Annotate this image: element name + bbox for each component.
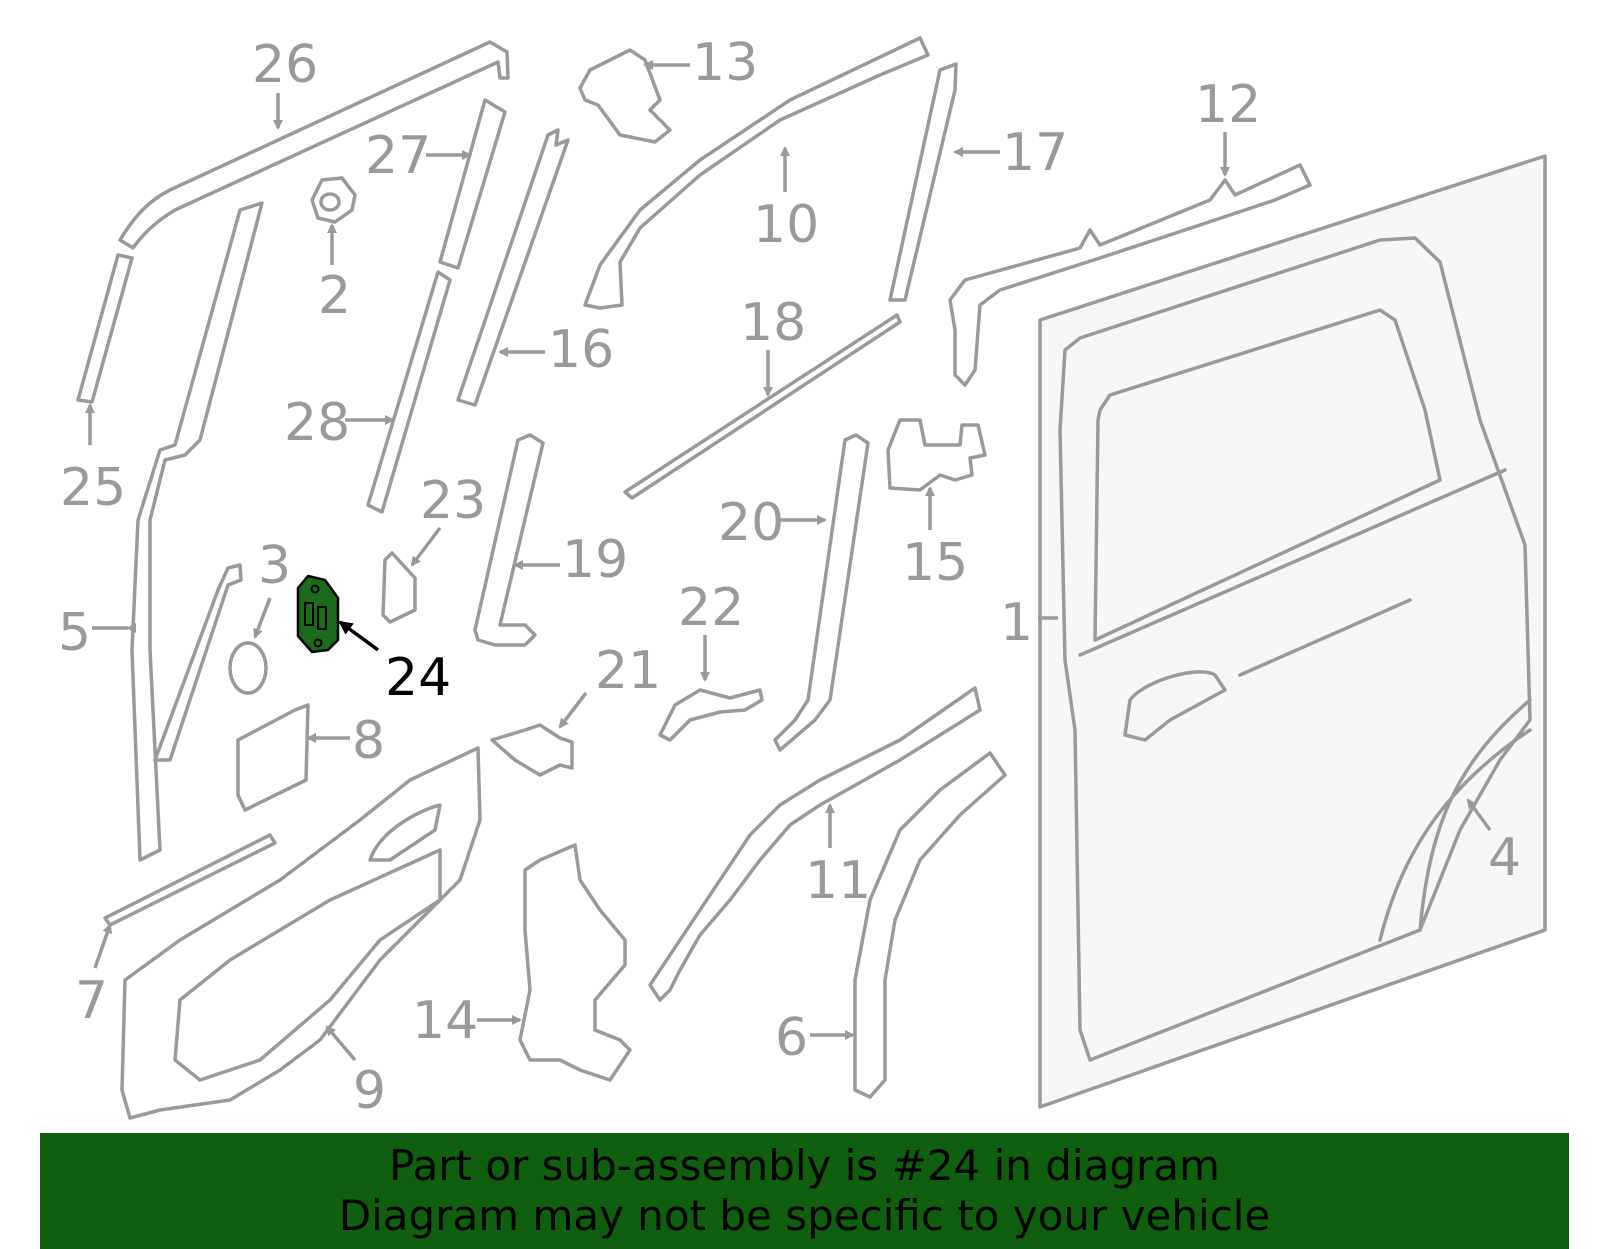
callout-19: 19 <box>562 530 628 590</box>
callout-7: 7 <box>75 971 108 1031</box>
callout-labels: 1 2 3 4 5 6 7 8 9 10 11 12 13 14 15 16 1… <box>58 33 1521 1121</box>
part-10-rail <box>583 36 930 310</box>
part-6-arch <box>853 751 1007 1099</box>
callout-9: 9 <box>353 1061 386 1121</box>
part-4-arch <box>1418 698 1532 932</box>
banner-line-2: Diagram may not be specific to your vehi… <box>338 1191 1271 1240</box>
callout-1: 1 <box>1000 593 1033 653</box>
callout-28: 28 <box>284 393 350 453</box>
part-3-seal <box>153 563 268 762</box>
part-21-bracket <box>490 723 574 777</box>
callout-27: 27 <box>365 126 431 186</box>
part-1-door-panel <box>1038 154 1547 1109</box>
part-5-channel <box>130 201 264 862</box>
info-banner: Part or sub-assembly is #24 in diagram D… <box>40 1133 1569 1249</box>
callout-13: 13 <box>692 33 758 93</box>
part-20-channel <box>773 433 870 752</box>
callout-3: 3 <box>258 536 291 596</box>
part-9-trim-panel <box>120 746 482 1120</box>
part-8-plate <box>236 703 310 812</box>
callout-23: 23 <box>420 471 486 531</box>
callout-26: 26 <box>252 35 318 95</box>
part-16-channel <box>456 128 570 407</box>
callout-8: 8 <box>352 711 385 771</box>
part-23-pad <box>381 551 417 624</box>
callout-14: 14 <box>412 991 478 1051</box>
part-28-strip <box>366 270 452 514</box>
callout-18: 18 <box>740 293 806 353</box>
part-15-latch <box>886 418 987 492</box>
callout-16: 16 <box>548 320 614 380</box>
callout-12: 12 <box>1195 75 1261 135</box>
callout-25: 25 <box>60 458 126 518</box>
callout-17: 17 <box>1002 123 1068 183</box>
callout-20: 20 <box>718 493 784 553</box>
part-11-rail <box>648 686 982 1002</box>
part-25-strip <box>76 253 134 404</box>
part-13-bracket <box>578 48 672 144</box>
callout-5: 5 <box>58 603 91 663</box>
part-27-strip <box>438 98 507 270</box>
part-17-strip <box>888 62 958 302</box>
part-7-strip <box>103 833 277 927</box>
callout-15: 15 <box>902 533 968 593</box>
part-26-upper-frame <box>118 40 510 250</box>
callout-21: 21 <box>595 641 661 701</box>
part-19-channel <box>473 433 545 647</box>
part-22-bracket <box>658 688 764 742</box>
callout-10: 10 <box>753 195 819 255</box>
callout-24: 24 <box>385 648 451 708</box>
banner-line-1: Part or sub-assembly is #24 in diagram <box>389 1141 1220 1190</box>
part-24-highlighted-clip <box>296 574 340 654</box>
callout-11: 11 <box>805 851 871 911</box>
part-14-bracket <box>518 843 632 1082</box>
leader-lines <box>85 60 1492 1062</box>
callout-22: 22 <box>678 578 744 638</box>
part-18-strip <box>623 313 902 500</box>
callout-2: 2 <box>318 266 351 326</box>
part-2-bushing <box>310 176 357 224</box>
callout-6: 6 <box>775 1008 808 1068</box>
callout-4: 4 <box>1488 828 1521 888</box>
part-12-track <box>948 163 1312 387</box>
